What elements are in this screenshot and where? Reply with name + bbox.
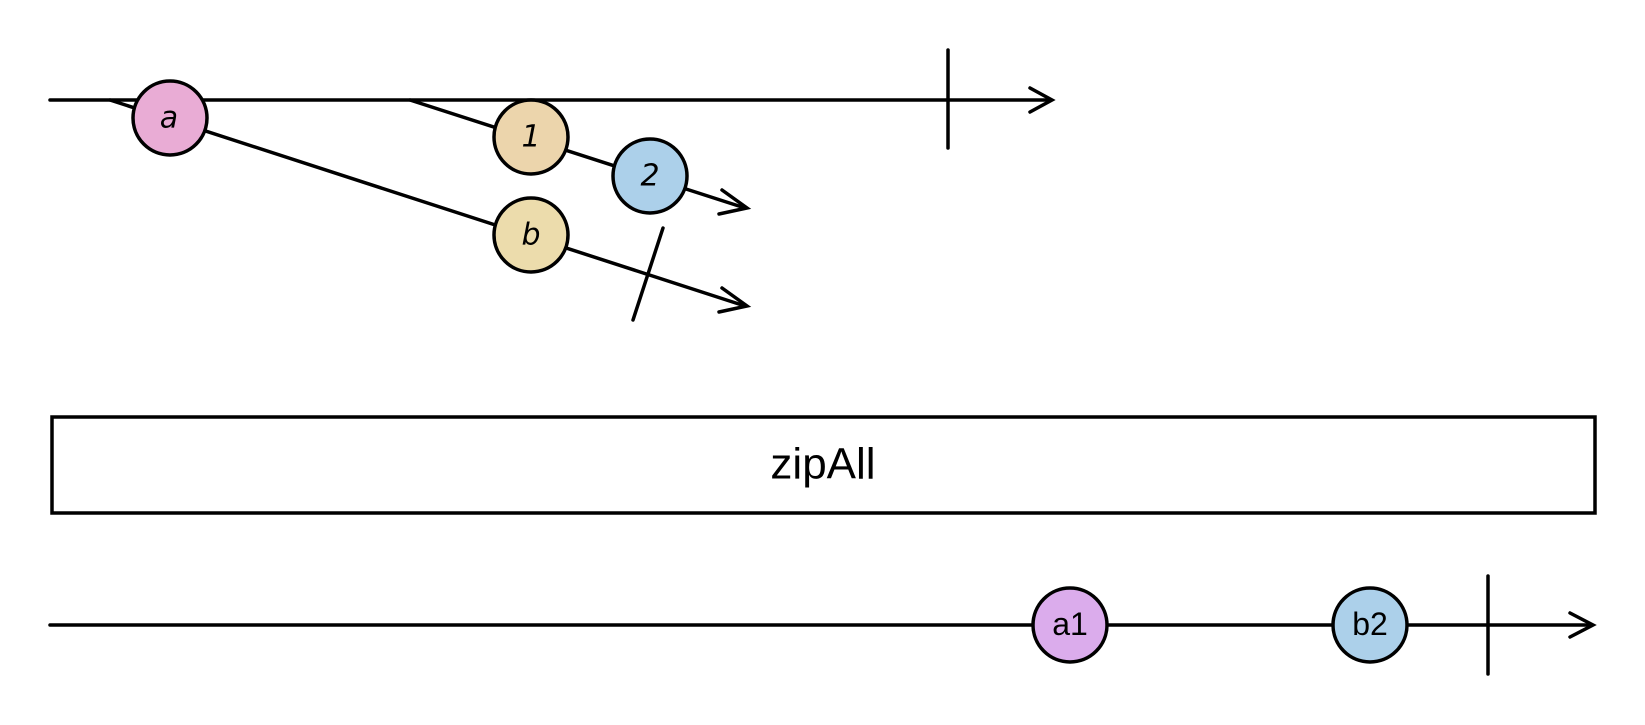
inner-stream-letters-arrowhead — [717, 286, 752, 314]
outer-timeline-arrowhead — [1028, 86, 1056, 114]
marble-b: b — [492, 196, 570, 274]
inner-stream-letters-completion-marker — [631, 226, 665, 322]
inner-stream-letters — [108, 98, 752, 322]
marble-1: 1 — [492, 98, 570, 176]
inner-stream-numbers-axis — [408, 98, 747, 210]
inner-stream-letters-axis — [108, 98, 747, 308]
outer-timeline — [48, 48, 1056, 150]
marble-2: 2 — [611, 137, 689, 215]
marble-a: a — [131, 79, 209, 157]
operator-label: zipAll — [770, 440, 875, 489]
marble-b2: b2 — [1331, 586, 1409, 664]
marble-b2-label: b2 — [1352, 606, 1388, 642]
marble-b-label: b — [521, 218, 540, 253]
operator-box: zipAll — [50, 415, 1597, 515]
marble-a-label: a — [160, 101, 178, 136]
marble-2-label: 2 — [640, 159, 659, 194]
inner-stream-numbers — [408, 98, 752, 216]
marble-a1-label: a1 — [1052, 606, 1088, 642]
marble-1-label: 1 — [521, 120, 540, 155]
output-timeline-arrowhead — [1568, 611, 1597, 639]
inner-stream-numbers-arrowhead — [717, 188, 752, 216]
marble-a1: a1 — [1031, 586, 1109, 664]
